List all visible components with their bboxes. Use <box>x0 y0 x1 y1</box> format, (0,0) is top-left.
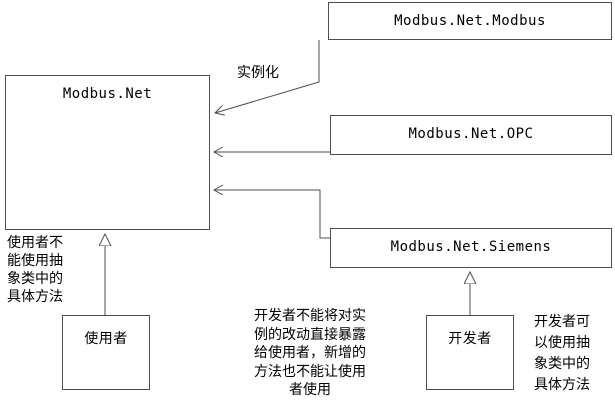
class-box-modbus-net-opc: Modbus.Net.OPC <box>330 115 612 155</box>
note-user-restriction: 使用者不 能使用抽 象类中的 具体方法 <box>7 234 63 304</box>
note-developer-restriction: 开发者不能将对实 例的改动直接暴露 给使用者，新增的 方法也不能让使用 者使用 <box>254 307 366 397</box>
edge-label-instantiate: 实例化 <box>237 64 279 80</box>
note-developer-permission: 开发者可 以使用抽 象类中的 具体方法 <box>534 313 590 392</box>
actor-box-user: 使用者 <box>62 315 150 390</box>
class-box-modbus-net-siemens: Modbus.Net.Siemens <box>330 228 612 268</box>
class-box-modbus-net: Modbus.Net <box>5 75 210 230</box>
class-name-modbus-net-modbus: Modbus.Net.Modbus <box>394 13 546 29</box>
class-box-modbus-net-modbus: Modbus.Net.Modbus <box>328 2 612 40</box>
class-name-modbus-net-opc: Modbus.Net.OPC <box>408 126 534 142</box>
actor-name-developer: 开发者 <box>448 331 492 347</box>
actor-box-developer: 开发者 <box>426 315 514 390</box>
class-name-modbus-net-siemens: Modbus.Net.Siemens <box>390 239 552 255</box>
arrow-siemens-to-core <box>214 190 330 239</box>
actor-name-user: 使用者 <box>84 331 128 347</box>
class-name-modbus-net: Modbus.Net <box>62 86 153 102</box>
